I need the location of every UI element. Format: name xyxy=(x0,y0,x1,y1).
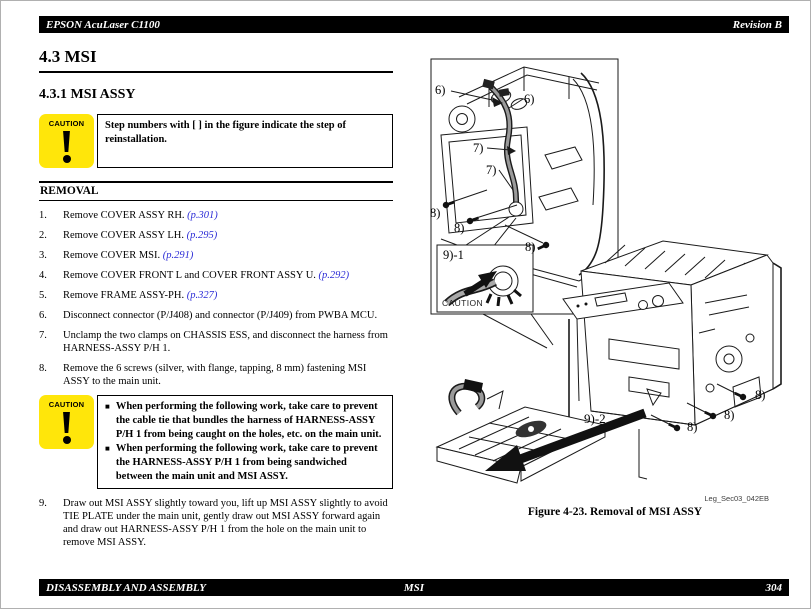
step-text: Draw out MSI ASSY slightly toward you, l… xyxy=(63,497,388,548)
page-link[interactable]: (p.327) xyxy=(186,290,218,301)
step-number: 9. xyxy=(39,497,47,509)
callout-8-c: 8) xyxy=(525,240,536,254)
main-unit-subfigure xyxy=(435,240,782,484)
figure-file-id: Leg_Sec03_042EB xyxy=(704,494,769,503)
step-number: 1. xyxy=(39,210,47,221)
step-text: Remove COVER FRONT L and COVER FRONT ASS… xyxy=(63,270,316,281)
step-item: 9. Draw out MSI ASSY slightly toward you… xyxy=(39,497,393,549)
step-text: Unclamp the two clamps on CHASSIS ESS, a… xyxy=(63,330,388,354)
page-link[interactable]: (p.291) xyxy=(162,250,194,261)
step-number: 5. xyxy=(39,290,47,301)
step-item: 4. Remove COVER FRONT L and COVER FRONT … xyxy=(39,269,393,282)
bullet-icon: ■ xyxy=(105,443,110,453)
page-header-bar: EPSON AcuLaser C1100 Revision B xyxy=(39,16,789,33)
callout-7-b: 7) xyxy=(486,163,497,177)
step-number: 3. xyxy=(39,250,47,261)
caution-bullet: ■ When performing the following work, ta… xyxy=(105,400,385,442)
step-text: Remove COVER ASSY RH. xyxy=(63,210,185,221)
caution-icon: CAUTION xyxy=(39,114,94,168)
section-heading: 4.3 MSI xyxy=(39,47,393,73)
exclamation-icon xyxy=(63,131,70,152)
callout-8-f: 8) xyxy=(687,420,698,434)
step-number: 2. xyxy=(39,230,47,241)
removal-steps-list: 1. Remove COVER ASSY RH. (p.301) 2. Remo… xyxy=(39,209,393,388)
subsection-heading: 4.3.1 MSI ASSY xyxy=(39,87,136,102)
figure-caption: Figure 4-23. Removal of MSI ASSY xyxy=(527,506,703,518)
caution-block-1: CAUTION Step numbers with [ ] in the fig… xyxy=(39,114,393,168)
page-link[interactable]: (p.301) xyxy=(187,210,218,221)
caution-bullet-text: When performing the following work, take… xyxy=(115,401,382,440)
removal-heading: REMOVAL xyxy=(39,181,393,201)
callout-6-a: 6) xyxy=(435,83,446,97)
page-link[interactable]: (p.295) xyxy=(186,230,218,241)
callout-8-b: 8) xyxy=(454,221,465,235)
caution-icon: CAUTION xyxy=(39,395,94,449)
step-text: Disconnect connector (P/J408) and connec… xyxy=(63,310,378,321)
exclamation-dot xyxy=(62,436,71,444)
step-item: 5. Remove FRAME ASSY-PH. (p.327) xyxy=(39,289,393,302)
inset-caution-label: CAUTION xyxy=(442,298,484,308)
caution-bullet: ■ When performing the following work, ta… xyxy=(105,442,385,484)
text-column: 4.3 MSI 4.3.1 MSI ASSY CAUTION Step numb… xyxy=(39,47,393,556)
page-footer-bar: DISASSEMBLY AND ASSEMBLY MSI 304 xyxy=(39,579,789,596)
step-number: 7. xyxy=(39,330,47,341)
step-number: 4. xyxy=(39,270,47,281)
page-link[interactable]: (p.292) xyxy=(318,270,350,281)
callout-9-1: 9)-1 xyxy=(443,248,464,262)
grommet-inset xyxy=(436,216,554,349)
caution-block-2: CAUTION ■ When performing the following … xyxy=(39,395,393,489)
caution-icon-label: CAUTION xyxy=(48,119,85,128)
exclamation-icon xyxy=(63,412,70,433)
removal-step-9: 9. Draw out MSI ASSY slightly toward you… xyxy=(39,497,393,549)
header-revision: Revision B xyxy=(732,18,782,31)
step-text: Remove the 6 screws (silver, with flange… xyxy=(63,363,367,387)
caution-bullets-box: ■ When performing the following work, ta… xyxy=(97,395,393,489)
step-number: 8. xyxy=(39,363,47,374)
step-item: 6. Disconnect connector (P/J408) and con… xyxy=(39,309,393,322)
step-number: 6. xyxy=(39,310,47,321)
callout-8-e: 8) xyxy=(724,408,735,422)
step-text: Remove COVER MSI. xyxy=(63,250,161,261)
step-item: 3. Remove COVER MSI. (p.291) xyxy=(39,249,393,262)
header-product-title: EPSON AcuLaser C1100 xyxy=(46,18,160,31)
callout-8-a: 8) xyxy=(430,206,441,220)
step-item: 1. Remove COVER ASSY RH. (p.301) xyxy=(39,209,393,222)
step-item: 7. Unclamp the two clamps on CHASSIS ESS… xyxy=(39,329,393,355)
footer-topic: MSI xyxy=(403,581,425,594)
callout-7-a: 7) xyxy=(473,141,484,155)
step-text: Remove FRAME ASSY-PH. xyxy=(63,290,185,301)
step-text: Remove COVER ASSY LH. xyxy=(63,230,184,241)
caution-bullet-text: When performing the following work, take… xyxy=(115,442,378,482)
technical-drawing xyxy=(430,58,782,484)
step-item: 8. Remove the 6 screws (silver, with fla… xyxy=(39,362,393,388)
callout-9-2: 9)-2 xyxy=(584,411,606,426)
footer-page-number: 304 xyxy=(765,581,783,594)
callout-6-b: 6) xyxy=(524,92,535,106)
callout-8-d: 8) xyxy=(755,388,766,402)
figure-4-23: 6) 6) 7) 7) 8) 8) 8) 9)-1 CAUTION 9)-2 8… xyxy=(429,57,801,523)
caution-note-box: Step numbers with [ ] in the figure indi… xyxy=(97,114,393,168)
caution-icon-label: CAUTION xyxy=(48,400,85,409)
step-item: 2. Remove COVER ASSY LH. (p.295) xyxy=(39,229,393,242)
exclamation-dot xyxy=(62,155,71,163)
footer-chapter: DISASSEMBLY AND ASSEMBLY xyxy=(46,581,206,594)
bullet-icon: ■ xyxy=(105,402,110,411)
